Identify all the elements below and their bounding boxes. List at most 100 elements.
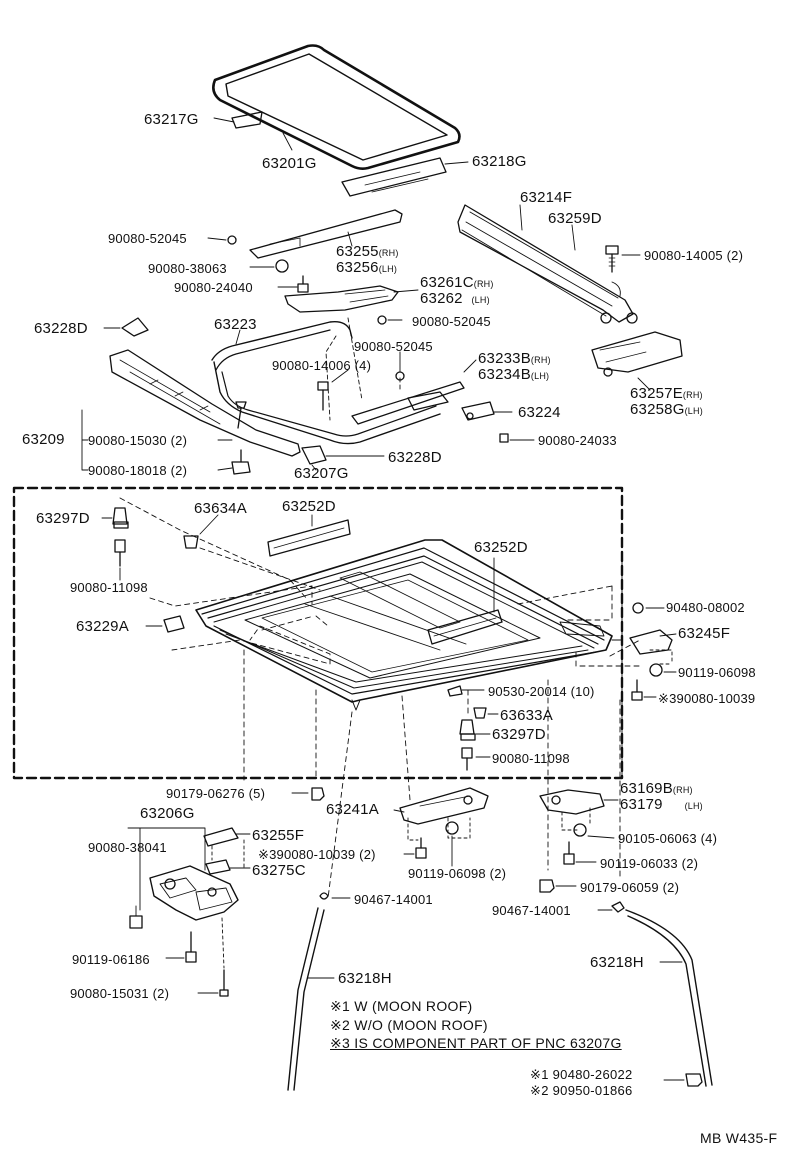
label-63179: 63179 (LH)	[620, 797, 703, 814]
drive-cable-frame	[211, 320, 441, 445]
label-90179-06276: 90179-06276 (5)	[166, 786, 266, 801]
glass-seal-strip	[231, 111, 263, 129]
label-90119-06033: 90119-06033 (2)	[600, 856, 699, 871]
label-63255-side: (RH)	[378, 248, 399, 258]
label-63252D-upper: 63252D	[282, 498, 336, 515]
label-63179-side: (LH)	[684, 801, 703, 811]
screw-63297D-left	[112, 507, 129, 529]
label-63233B-side: (RH)	[530, 355, 551, 365]
washer-52045-b	[377, 315, 387, 325]
label-63233B-num: 63233B	[478, 350, 531, 367]
label-63261C: 63261C(RH)	[420, 275, 494, 292]
label-63634A: 63634A	[194, 500, 247, 517]
label-63217G: 63217G	[144, 111, 199, 128]
bracket-63261C	[284, 285, 399, 313]
bracket-63228D-upper	[121, 317, 149, 337]
label-90467-14001-right: 90467-14001	[492, 903, 571, 918]
rail-bracket-rh	[591, 331, 683, 377]
grommet-90480-08002	[632, 602, 644, 614]
label-63257E-side: (RH)	[682, 390, 703, 400]
screw-90080-15031	[219, 969, 229, 997]
note-with-moon-roof: ※1 W (MOON ROOF)	[330, 998, 473, 1014]
bolt-90119-06186	[185, 931, 197, 963]
label-63223: 63223	[214, 316, 257, 333]
label-90080-10039-center: ※390080-10039 (2)	[258, 847, 376, 862]
label-63256-num: 63256	[336, 259, 379, 276]
bracket-63245F	[629, 629, 673, 655]
label-63224: 63224	[518, 404, 561, 421]
label-63255: 63255(RH)	[336, 244, 399, 261]
label-63258G: 63258G(LH)	[630, 402, 703, 419]
label-63257E: 63257E(RH)	[630, 386, 703, 403]
plate-63275C	[205, 859, 231, 875]
bolt-90080-10039-right	[631, 679, 643, 701]
note-plug-with: ※1 90480-26022	[530, 1067, 633, 1082]
label-63241A: 63241A	[326, 801, 379, 818]
stopper-63634A	[183, 535, 199, 549]
note-without-moon-roof: ※2 W/O (MOON ROOF)	[330, 1017, 488, 1033]
label-63297D-left: 63297D	[36, 510, 90, 527]
label-63169B-num: 63169B	[620, 780, 673, 797]
clip-90530-20014	[447, 685, 463, 697]
label-63234B-side: (LH)	[530, 371, 550, 381]
label-63262: 63262 (LH)	[420, 291, 490, 308]
label-63234B-num: 63234B	[478, 366, 531, 383]
label-90080-24033: 90080-24033	[538, 433, 617, 448]
label-90119-06098-right: 90119-06098	[678, 665, 756, 680]
stopper-63633A	[473, 707, 487, 719]
label-90080-11098-left: 90080-11098	[70, 580, 148, 595]
note-component-part: ※3 IS COMPONENT PART OF PNC 63207G	[330, 1035, 622, 1051]
bracket-63169B	[539, 789, 605, 815]
label-90080-15031: 90080-15031 (2)	[70, 986, 170, 1001]
clamp-90467-14001-left	[319, 892, 329, 900]
label-90179-06059: 90179-06059 (2)	[580, 880, 680, 895]
label-63218G: 63218G	[472, 153, 527, 170]
label-63258G-num: 63258G	[630, 401, 685, 418]
sunroof-housing-frame	[195, 539, 613, 711]
label-63228D-lower: 63228D	[388, 449, 442, 466]
bolt-90080-14005	[605, 245, 619, 273]
bolt-90080-14006	[317, 381, 329, 411]
bolt-90080-10039-center	[415, 837, 427, 859]
label-90119-06098-center: 90119-06098 (2)	[408, 866, 507, 881]
nut-90179-06276	[311, 787, 325, 801]
clip-63229A	[163, 615, 185, 633]
nut-90105-06063	[573, 823, 587, 837]
label-63262-side: (LH)	[471, 295, 490, 305]
washer-52045-a	[227, 235, 237, 245]
label-63259D: 63259D	[548, 210, 602, 227]
bolt-90080-11098-left	[114, 539, 126, 567]
screw-63297D-right	[459, 719, 476, 741]
label-63201G: 63201G	[262, 155, 317, 172]
sunroof-motor-63206G	[149, 865, 239, 921]
bolt-90080-24033	[499, 433, 509, 443]
nut-90179-06059	[539, 879, 555, 893]
bolt-90119-06033	[563, 841, 575, 865]
clip-90080-18018	[231, 449, 251, 475]
collar-90080-38041	[129, 915, 143, 929]
bracket-63228D-lower	[301, 445, 327, 465]
label-90080-38041: 90080-38041	[88, 840, 167, 855]
label-63275C: 63275C	[252, 862, 306, 879]
nut-90119-06098-center	[445, 821, 459, 835]
bracket-63241A	[399, 787, 489, 825]
sunroof-glass-panel	[212, 44, 461, 170]
label-63252D-lower: 63252D	[474, 539, 528, 556]
screw-90080-15030	[235, 401, 247, 429]
bolt-24040	[297, 275, 309, 293]
label-63207G: 63207G	[294, 465, 349, 482]
label-90119-06186: 90119-06186	[72, 952, 150, 967]
figure-code: MB W435-F	[700, 1130, 778, 1146]
label-90080-38063: 90080-38063	[148, 261, 227, 276]
drain-hose-left	[287, 907, 325, 1091]
label-63206G: 63206G	[140, 805, 195, 822]
label-63257E-num: 63257E	[630, 385, 683, 402]
note-plug-without: ※2 90950-01866	[530, 1083, 633, 1098]
label-63179-num: 63179	[620, 796, 663, 813]
clamp-90467-14001-right	[611, 901, 625, 913]
label-63218H-left: 63218H	[338, 970, 392, 987]
label-63256: 63256(LH)	[336, 260, 397, 277]
label-63228D-upper: 63228D	[34, 320, 88, 337]
deflector-63252D-upper	[267, 519, 351, 557]
